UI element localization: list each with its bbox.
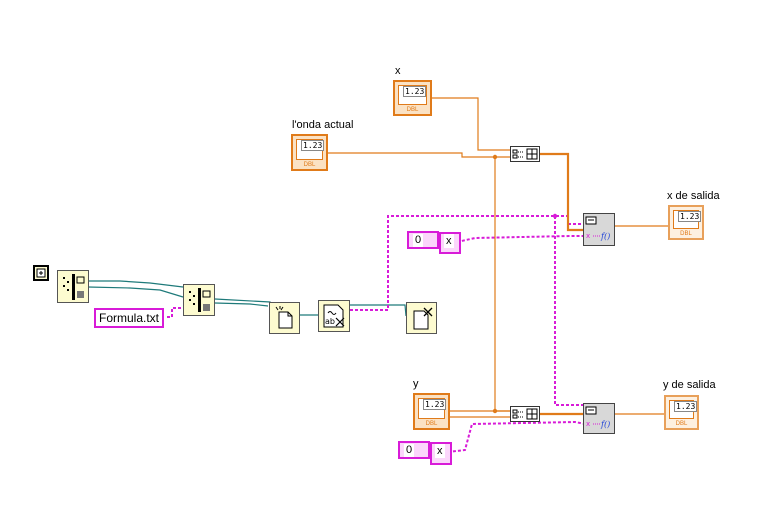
close-file-icon[interactable] [406,302,437,334]
x-control[interactable]: 1.23 DBL [393,80,432,116]
numeric-value: 1.23 [423,399,447,410]
numeric-value: 1.23 [301,140,325,151]
x-variable-label: x [444,234,454,248]
svg-text:f(): f() [600,420,610,429]
zero-constant-top[interactable]: 0 [407,231,439,249]
dbl-tag: DBL [303,162,316,168]
string-wire [350,215,585,311]
numeric-value: 1.23 [674,401,698,412]
svg-text:x: x [586,232,590,240]
string-wire [447,420,586,453]
string-wire [167,307,183,318]
bundle-icon[interactable] [510,146,540,162]
numeric-wire [328,152,510,158]
filename-constant[interactable]: Formula.txt [94,308,165,328]
zero-value: 0 [413,234,424,247]
numeric-value: 1.23 [403,86,427,97]
array-wire [540,152,585,232]
x-variable-top[interactable]: x [439,232,461,254]
zero-constant-bottom[interactable]: 0 [398,441,430,459]
onda-actual-control[interactable]: 1.23 DBL [291,134,328,171]
refnum-wire [214,298,273,317]
y-label: y [413,378,419,390]
svg-text:ab: ab [325,317,335,326]
numeric-value: 1.23 [678,211,702,222]
x-salida-label: x de salida [667,190,720,202]
y-control[interactable]: 1.23 DBL [413,393,450,430]
onda-actual-label: l'onda actual [292,119,354,131]
svg-text:x: x [586,420,590,428]
eval-formula-icon[interactable]: x f() [583,213,615,246]
numeric-wire [494,157,510,412]
svg-text:f(): f() [600,232,610,241]
dbl-tag: DBL [680,231,692,237]
read-text-icon[interactable]: ab [318,300,350,332]
open-file-icon[interactable] [269,302,300,334]
string-wire [456,235,585,243]
refnum-wire [350,304,407,317]
numeric-wire [432,97,510,151]
x-salida-indicator[interactable]: 1.23 DBL [668,205,704,240]
refnum-wire [87,286,184,298]
string-wire [554,216,585,406]
y-salida-indicator[interactable]: 1.23 DBL [664,395,699,430]
x-label: x [395,65,401,77]
refnum-wire [88,280,184,288]
path-constant-icon[interactable] [33,265,49,281]
dbl-tag: DBL [406,107,419,113]
eval-formula-icon[interactable]: x f() [583,403,615,434]
zero-value: 0 [404,444,415,457]
build-path-icon[interactable] [183,284,215,316]
bundle-icon[interactable] [510,406,540,422]
x-variable-label: x [435,444,445,458]
x-variable-bottom[interactable]: x [430,442,452,465]
dbl-tag: DBL [675,421,688,427]
y-salida-label: y de salida [663,379,716,391]
refnum-wire [214,302,269,307]
dbl-tag: DBL [425,421,438,427]
build-path-icon[interactable] [57,270,89,303]
